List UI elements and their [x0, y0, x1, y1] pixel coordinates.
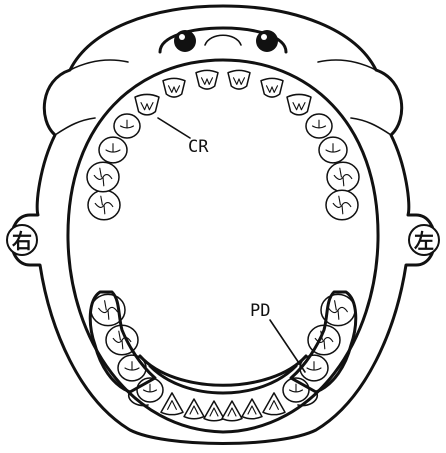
tooth-L-R1	[204, 401, 224, 421]
tooth-U-R5	[99, 137, 127, 163]
tooth-U-L1	[228, 70, 250, 89]
right-side-label: 右	[12, 229, 32, 253]
tooth-U-R4	[114, 114, 140, 138]
tooth-L-L3	[263, 393, 285, 415]
mouth-outline	[68, 60, 378, 432]
tooth-U-R2	[163, 78, 185, 97]
right-side-marker: 右	[7, 225, 37, 255]
left-side-marker: 左	[409, 225, 439, 255]
tooth-U-L7	[326, 190, 358, 219]
tooth-U-L2	[261, 78, 283, 97]
tooth-L-R3	[161, 393, 183, 415]
nose	[160, 28, 286, 52]
crown-label: CR	[188, 137, 209, 157]
partial-denture	[90, 292, 355, 406]
lower-teeth	[91, 294, 355, 420]
tooth-U-L4	[306, 114, 332, 138]
pd-leader-line	[270, 320, 305, 372]
nostril-icon	[256, 30, 278, 52]
head-outline	[11, 6, 435, 444]
tooth-L-L2	[242, 399, 262, 419]
left-side-label: 左	[414, 229, 434, 253]
tooth-U-R6	[87, 162, 119, 191]
tooth-U-R7	[88, 190, 120, 219]
nostril-icon	[174, 30, 196, 52]
tooth-U-L6	[327, 162, 359, 191]
tooth-U-L3	[287, 94, 311, 114]
tooth-U-R3	[135, 94, 159, 114]
tooth-L-R2	[184, 399, 204, 419]
tooth-L-L1	[222, 401, 242, 421]
tooth-U-R1	[196, 70, 218, 89]
partial-denture-label: PD	[250, 301, 270, 321]
tooth-U-L5	[319, 137, 347, 163]
crown-leader-line	[158, 118, 190, 138]
